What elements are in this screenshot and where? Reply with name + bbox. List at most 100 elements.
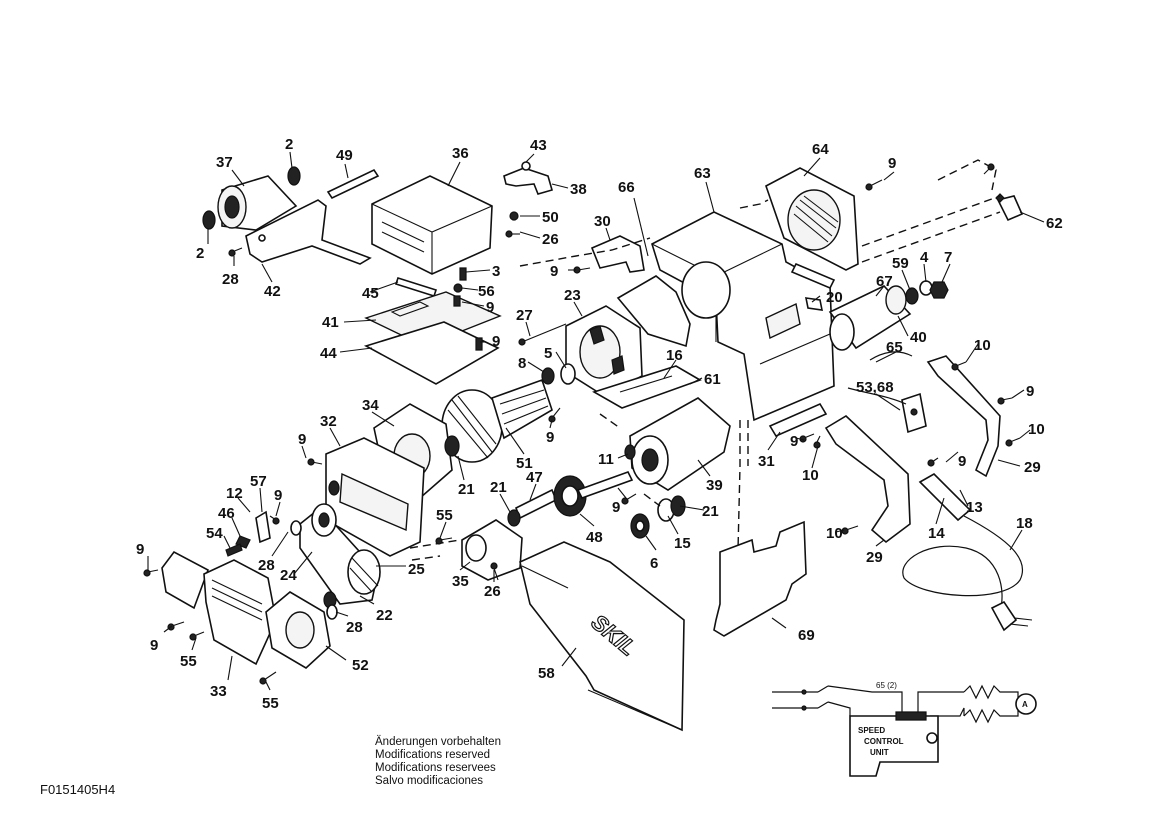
part-62-strain-relief: [995, 193, 1024, 222]
notice-line-fr: Modifications reservees: [375, 762, 496, 774]
callout-56: 56: [478, 283, 495, 300]
part-45-spring: [394, 277, 438, 297]
callout-55a: 55: [436, 507, 453, 524]
callout-22: 22: [376, 607, 393, 624]
callout-24: 24: [280, 567, 297, 584]
part-13-14-cord-sleeve: [918, 473, 972, 522]
part-27-screw: [518, 323, 567, 346]
part-2-bearing: [202, 166, 301, 230]
callout-31: 31: [758, 453, 775, 470]
callout-21b: 21: [490, 479, 507, 496]
callout-35: 35: [452, 573, 469, 590]
part-37-motor-housing-end: [217, 175, 298, 231]
speed-control-line-1: SPEED: [858, 726, 885, 735]
part-15-bearing: [657, 495, 686, 522]
parts-59-4-7-nuts: [905, 280, 949, 305]
callout-47: 47: [526, 469, 543, 486]
part-44-plate: [363, 321, 500, 385]
callout-9a: 9: [486, 299, 494, 316]
part-58-dust-bag: SKIL: [519, 541, 685, 732]
drawing-number: F0151405H4: [40, 782, 116, 797]
callout-26: 26: [542, 231, 559, 248]
wiring-schematic: A 65 (2) SPEED CONTROL UNIT: [772, 681, 1037, 777]
part-18-power-cord: [902, 515, 1033, 632]
callout-28b: 28: [258, 557, 275, 574]
callout-27: 27: [516, 307, 533, 324]
callout-39: 39: [706, 477, 723, 494]
callout-36: 36: [452, 145, 469, 162]
part-cover-left: [161, 550, 209, 610]
part-39-gear-housing: [629, 397, 731, 491]
callout-58: 58: [538, 665, 555, 682]
speed-control-line-3: UNIT: [870, 748, 889, 757]
notice-line-en: Modifications reserved: [375, 749, 491, 761]
callout-69: 69: [798, 627, 815, 644]
callout-55c: 55: [262, 695, 279, 712]
ammeter-symbol: A: [1022, 700, 1028, 709]
callout-32: 32: [320, 413, 337, 430]
callout-53-68: 53,68: [856, 379, 894, 396]
circuit-part-ref: 65 (2): [876, 681, 897, 690]
callout-50: 50: [542, 209, 559, 226]
callout-6: 6: [650, 555, 658, 572]
leader-lines: [147, 151, 1045, 691]
assembly-dashed-lines: [409, 159, 1001, 561]
callout-18: 18: [1016, 515, 1033, 532]
callout-25: 25: [408, 561, 425, 578]
callout-64: 64: [812, 141, 829, 158]
callout-44: 44: [320, 345, 337, 362]
callout-10c: 10: [802, 467, 819, 484]
part-36-switch-box: [371, 175, 493, 275]
callout-9l: 9: [612, 499, 620, 516]
callout-13: 13: [966, 499, 983, 516]
callout-63: 63: [694, 165, 711, 182]
callout-51: 51: [516, 455, 533, 472]
callout-45: 45: [362, 285, 379, 302]
callout-23: 23: [564, 287, 581, 304]
part-20-brush: [790, 262, 836, 311]
callout-30: 30: [594, 213, 611, 230]
part-63-main-housing: [651, 211, 835, 422]
callout-5: 5: [544, 345, 552, 362]
callout-9g: 9: [546, 429, 554, 446]
callout-9k: 9: [136, 541, 144, 558]
parts-57-12-46-54-switch-pieces: [225, 510, 271, 557]
callout-2: 2: [285, 136, 293, 153]
part-43-part-38-lever: [503, 161, 553, 195]
screws-3-56-9: [453, 267, 483, 351]
callout-55b: 55: [180, 653, 197, 670]
callout-11: 11: [598, 451, 614, 468]
callout-57: 57: [250, 473, 267, 490]
callout-21c: 21: [702, 503, 719, 520]
part-5-part-8-bearing: [541, 363, 576, 385]
callout-9j: 9: [274, 487, 282, 504]
part-50-washer: [509, 211, 519, 221]
callout-8: 8: [518, 355, 526, 372]
callout-26b: 26: [484, 583, 501, 600]
part-31-bracket: [768, 402, 828, 438]
part-30-clamp: [590, 235, 645, 273]
callout-33: 33: [210, 683, 227, 700]
callout-38: 38: [570, 181, 587, 198]
part-42-bracket: [245, 199, 372, 265]
callout-21a: 21: [458, 481, 475, 498]
callout-10a: 10: [974, 337, 991, 354]
callout-20: 20: [826, 289, 843, 306]
callout-9b: 9: [492, 333, 500, 350]
callout-10b: 10: [1028, 421, 1045, 438]
callout-29b: 29: [866, 549, 883, 566]
callout-54: 54: [206, 525, 223, 542]
callout-9e: 9: [1026, 383, 1034, 400]
callout-52: 52: [352, 657, 369, 674]
part-29-rear-handle: [926, 355, 1001, 478]
callout-9c: 9: [550, 263, 558, 280]
callout-15: 15: [674, 535, 691, 552]
callout-62: 62: [1046, 215, 1063, 232]
part-21-bearing: [444, 435, 460, 457]
callout-37: 37: [216, 154, 233, 171]
callout-9h: 9: [790, 433, 798, 450]
callout-9f: 9: [298, 431, 306, 448]
screws-group: [143, 163, 1021, 685]
part-52-end-cap: [265, 591, 331, 669]
part-16-part-61-plate: [592, 365, 702, 409]
